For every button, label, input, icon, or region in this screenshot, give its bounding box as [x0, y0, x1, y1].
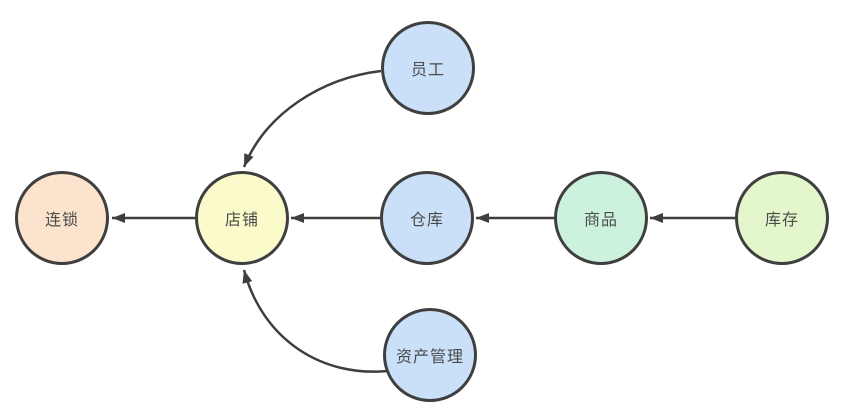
node-product[interactable]: 商品: [554, 171, 648, 265]
node-inventory-label: 库存: [764, 212, 799, 229]
node-employee[interactable]: 员工: [381, 21, 475, 115]
edge-employee-to-store[interactable]: [242, 69, 382, 168]
node-chain[interactable]: 连锁: [15, 171, 109, 265]
node-warehouse-label: 仓库: [409, 212, 444, 229]
node-asset-management-label: 资产管理: [395, 349, 464, 366]
node-asset-management[interactable]: 资产管理: [383, 308, 477, 402]
node-store[interactable]: 店铺: [195, 171, 289, 265]
node-store-label: 店铺: [224, 212, 259, 229]
node-product-label: 商品: [583, 212, 618, 229]
node-employee-label: 员工: [410, 62, 445, 79]
node-warehouse[interactable]: 仓库: [380, 171, 474, 265]
node-chain-label: 连锁: [44, 212, 79, 229]
edge-asset-to-store[interactable]: [242, 269, 388, 373]
node-inventory[interactable]: 库存: [735, 171, 829, 265]
